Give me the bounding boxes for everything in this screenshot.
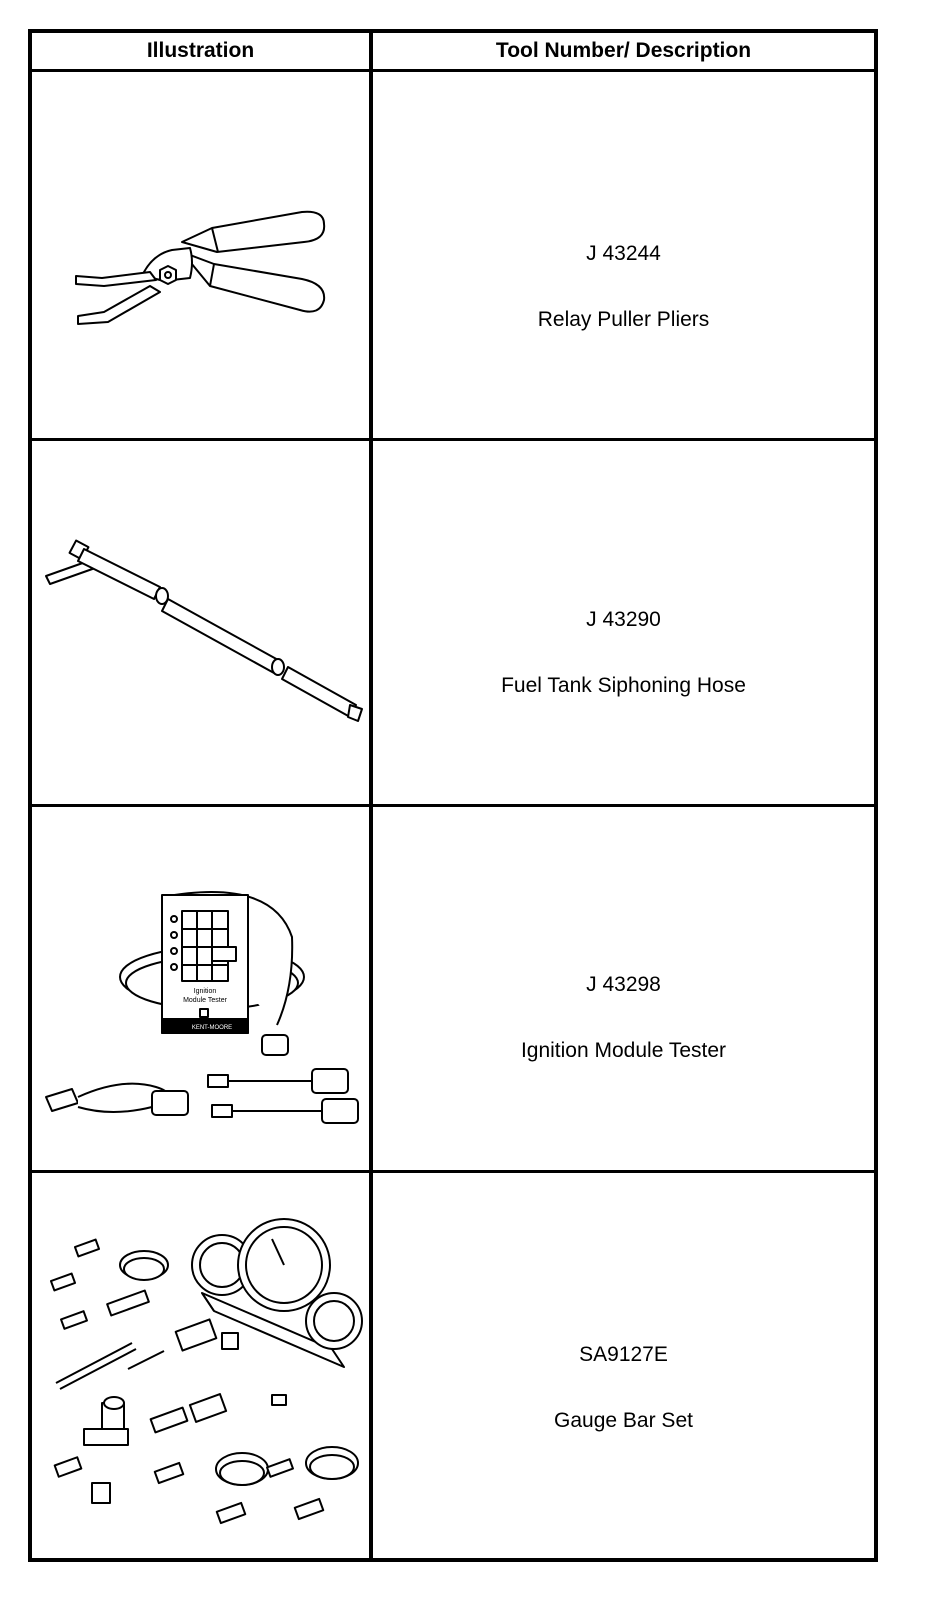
- header-description: Tool Number/ Description: [495, 39, 752, 62]
- description-cell: SA9127E Gauge Bar Set: [373, 1173, 874, 1562]
- illustration-cell: [32, 72, 369, 438]
- tool-description: Fuel Tank Siphoning Hose: [501, 674, 746, 697]
- tester-brand-label: KENT-MOORE: [192, 1025, 232, 1031]
- column-divider: [369, 33, 373, 1558]
- illustration-cell: Ignition Module Tester KENT-MOORE: [32, 807, 369, 1170]
- gauge-bar-set-icon: [49, 1218, 363, 1525]
- table-row: J 43290 Fuel Tank Siphoning Hose: [32, 441, 874, 804]
- description-cell: J 43290 Fuel Tank Siphoning Hose: [373, 441, 874, 804]
- table-row: SA9127E Gauge Bar Set: [32, 1173, 874, 1562]
- table-row: Ignition Module Tester KENT-MOORE J 4329…: [32, 807, 874, 1170]
- tool-description: Ignition Module Tester: [520, 1039, 727, 1062]
- relay-puller-pliers-icon: [75, 210, 326, 325]
- illustration-cell: [32, 441, 369, 804]
- siphoning-hose-icon: [45, 539, 363, 722]
- tool-number: SA9127E: [579, 1343, 668, 1366]
- tool-description: Relay Puller Pliers: [537, 308, 710, 331]
- tool-description: Gauge Bar Set: [554, 1409, 693, 1432]
- description-cell: J 43298 Ignition Module Tester: [373, 807, 874, 1170]
- tools-table: Illustration Tool Number/ Description: [28, 29, 878, 1562]
- tool-number: J 43244: [586, 242, 661, 265]
- illustration-cell: [32, 1173, 369, 1562]
- row-divider: [32, 804, 874, 807]
- description-cell: J 43244 Relay Puller Pliers: [373, 72, 874, 438]
- header-illustration: Illustration: [146, 39, 255, 62]
- tester-panel-label: Module Tester: [183, 997, 228, 1004]
- table-row: J 43244 Relay Puller Pliers: [32, 72, 874, 438]
- tester-panel-label: Ignition: [194, 988, 217, 995]
- row-divider: [32, 438, 874, 441]
- tool-number: J 43290: [586, 608, 661, 631]
- ignition-module-tester-icon: Ignition Module Tester KENT-MOORE: [45, 891, 359, 1124]
- header-divider: [32, 69, 874, 72]
- tool-number: J 43298: [586, 973, 661, 996]
- row-divider: [32, 1170, 874, 1173]
